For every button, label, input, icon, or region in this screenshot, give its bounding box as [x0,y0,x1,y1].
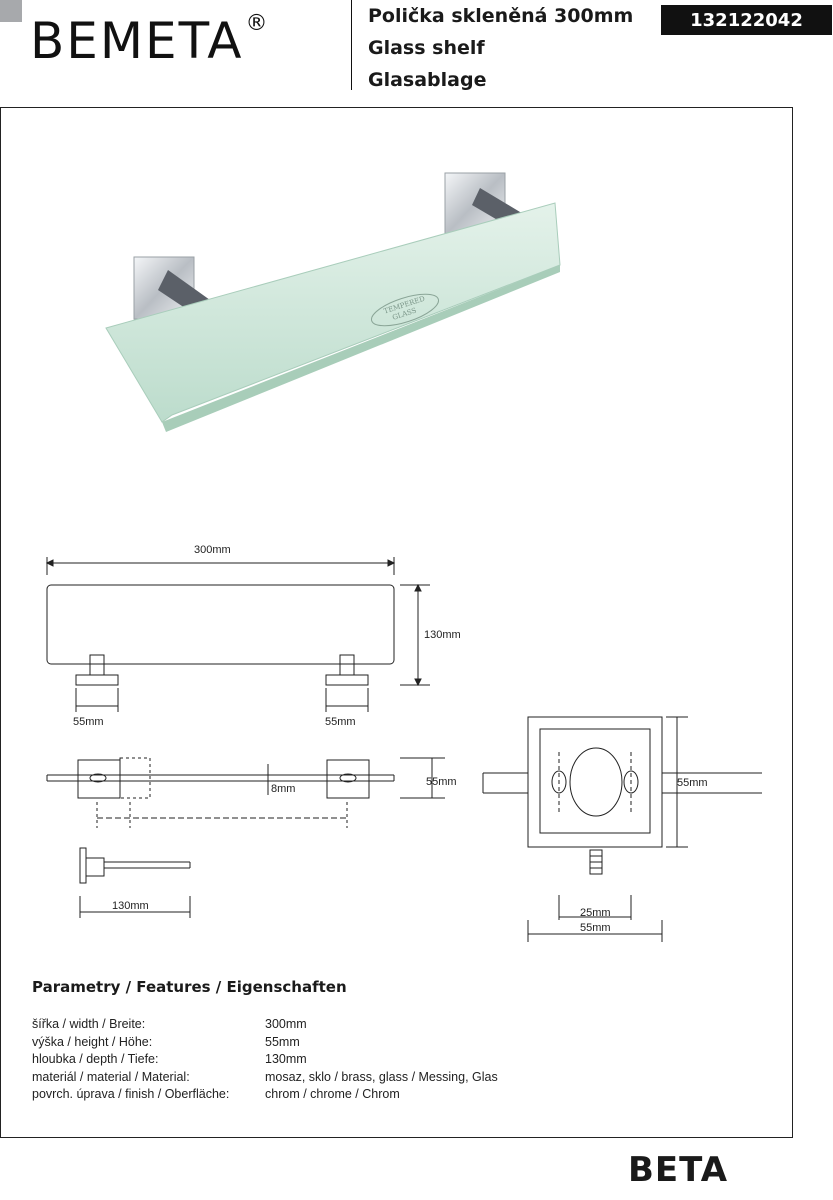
engraving-oval [371,293,439,327]
dim-front-height: 130mm [424,629,461,641]
product-code: 132122042 [661,5,832,35]
header-divider [351,0,352,90]
title-czech: Polička skleněná 300mm [368,5,634,27]
feature-value: 300mm [265,1017,307,1031]
mount-detail [482,716,762,942]
product-titles: Polička skleněná 300mm Glass shelf Glasa… [368,0,633,96]
feature-row-finish: povrch. úprava / finish / Oberfläche: ch… [32,1086,498,1104]
feature-value: chrom / chrome / Chrom [265,1087,400,1101]
product-photo: TEMPERED GLASS [105,172,561,432]
content-frame [0,107,793,1138]
feature-row-depth: hloubka / depth / Tiefe: 130mm [32,1051,498,1069]
feature-value: mosaz, sklo / brass, glass / Messing, Gl… [265,1069,498,1084]
dim-front-width: 300mm [194,544,231,556]
title-english: Glass shelf [368,37,485,59]
brand-logo: BEMETA® [30,0,270,71]
feature-row-material: materiál / material / Material: mosaz, s… [32,1069,498,1087]
feature-value: 130mm [265,1052,307,1066]
side-view [79,847,191,918]
dim-glass-thickness: 8mm [271,783,295,795]
feature-label: hloubka / depth / Tiefe: [32,1052,159,1066]
features-table: šířka / width / Breite: 300mm výška / he… [32,1016,498,1104]
title-german: Glasablage [368,69,487,91]
glass-shelf [105,202,561,423]
dim-mount-height: 55mm [677,777,708,789]
dim-bracket-left: 55mm [73,716,104,728]
registered-mark: ® [245,11,270,36]
brand-name: BEMETA [30,12,244,70]
dim-bracket-right: 55mm [325,716,356,728]
feature-label: materiál / material / Material: [32,1069,190,1084]
feature-label: šířka / width / Breite: [32,1017,146,1031]
dim-side-depth: 130mm [112,900,149,912]
front-view [45,557,430,712]
feature-label: povrch. úprava / finish / Oberfläche: [32,1087,230,1101]
logo-tab [0,0,22,22]
feature-row-height: výška / height / Höhe: 55mm [32,1034,498,1052]
series-name: BETA [628,1150,729,1190]
dim-hole-spacing: 25mm [580,907,611,919]
dim-top-height: 55mm [426,776,457,788]
top-view [46,757,445,828]
dim-mount-width: 55mm [580,922,611,934]
features-title: Parametry / Features / Eigenschaften [32,978,347,996]
feature-label: výška / height / Höhe: [32,1034,153,1049]
feature-value: 55mm [265,1034,300,1049]
feature-row-width: šířka / width / Breite: 300mm [32,1016,498,1034]
